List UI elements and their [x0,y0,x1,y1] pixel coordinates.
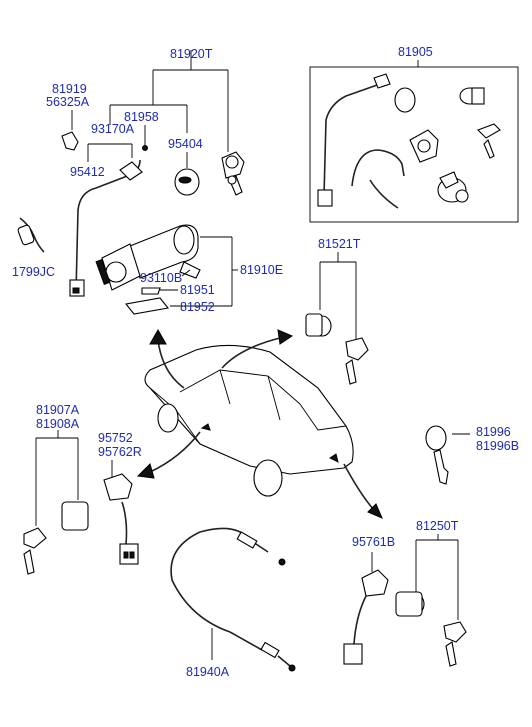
label-95404[interactable]: 95404 [168,137,203,151]
label-81996B[interactable]: 81996B [476,439,519,453]
label-95752[interactable]: 95752 [98,431,133,445]
cable-tie-icon [19,217,45,253]
callout-arrows [136,328,383,519]
label-81910E[interactable]: 81910E [240,263,283,277]
lock-set-key-a [477,123,501,139]
tailgate-switch [361,569,389,597]
ignition-lock-assembly-group: 81920T 81958 93170A 95404 95412 [69,47,245,297]
lock-switch [103,473,133,501]
label-95762R[interactable]: 95762R [98,445,142,459]
lock-set-box [309,66,519,223]
bolt-icon [61,131,79,151]
label-81952[interactable]: 81952 [180,300,215,314]
label-95761B[interactable]: 95761B [352,535,395,549]
arrow-to-trunk-lock [149,431,201,473]
label-81958[interactable]: 81958 [124,110,159,124]
lock-set-ring [394,87,416,113]
label-81250T[interactable]: 81250T [416,519,459,533]
lock-set-box-group: 81905 [309,45,519,223]
ignition-lock-cylinder [221,151,245,196]
label-81908A[interactable]: 81908A [36,417,80,431]
bolt-group: 81919 56325A [46,82,90,151]
lock-plate [124,297,170,315]
vehicle-body [144,344,354,475]
door-lock-key [345,337,369,361]
key-blank-blade [433,449,449,485]
tailgate-switch-wire [353,595,367,645]
tailgate-switch-connector [343,643,363,665]
switch-harness-left-group: 95752 95762R [98,431,142,565]
cable-clamp [119,161,143,181]
release-cable [170,527,269,633]
lock-set-cable-loop [351,149,405,187]
label-81996[interactable]: 81996 [476,425,511,439]
steering-lock-body-group: 93110B 81910E 81951 81952 [95,224,283,315]
tailgate-lock-key [443,621,467,643]
arrow-to-door-lock [221,337,281,369]
screw-icon [142,145,148,151]
door-lock-left-group: 81907A 81908A [23,403,89,575]
lock-set-cable [323,83,381,197]
tailgate-lock-group: 95761B 81250T [343,519,467,667]
label-81951[interactable]: 81951 [180,283,215,297]
label-81940A[interactable]: 81940A [186,665,230,679]
ignition-cable [75,159,141,293]
shear-bolt [141,287,161,295]
rear-wheel [253,459,283,497]
label-95412[interactable]: 95412 [70,165,105,179]
label-81521T[interactable]: 81521T [318,237,361,251]
door-lock-group: 81521T [305,237,369,385]
front-wheel [157,403,179,433]
key-blank-head [425,425,447,451]
arrow-to-tailgate-lock [343,463,375,511]
key-blank-group: 81996 81996B [425,425,519,485]
cable-tie-group: 1799JC [12,217,55,279]
left-lock-key [23,527,47,549]
lock-set-cable-end [369,179,399,209]
label-93110B[interactable]: 93110B [140,271,182,285]
vehicle-silhouette [144,344,354,497]
arrow-to-steering [157,339,185,389]
label-93170A[interactable]: 93170A [91,122,135,136]
label-81919[interactable]: 81919 [52,82,87,96]
release-cable-group: 81940A [170,527,296,679]
label-1799JC[interactable]: 1799JC [12,265,55,279]
switch-wire [121,501,128,545]
label-81907A[interactable]: 81907A [36,403,80,417]
label-81905[interactable]: 81905 [398,45,433,59]
label-56325A[interactable]: 56325A [46,95,90,109]
switch-connector [119,543,139,565]
